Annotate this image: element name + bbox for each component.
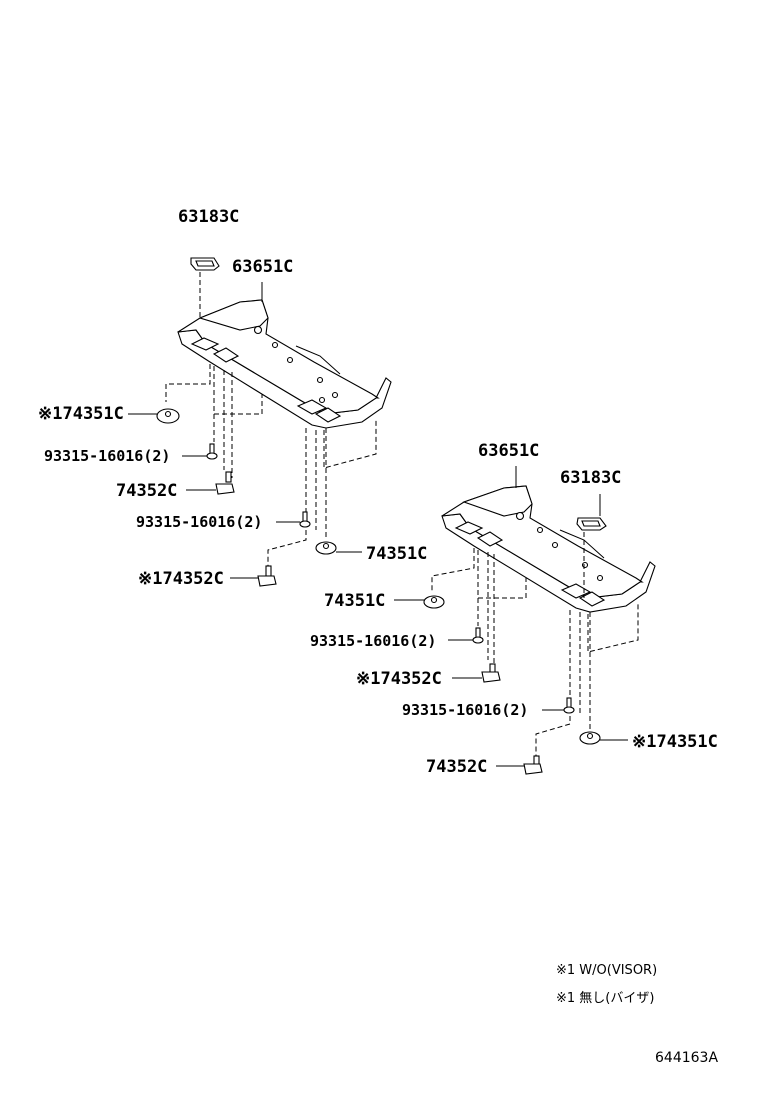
label-63651c-left: 63651C [232, 257, 293, 277]
footnote-japanese: ※1 無し(バイザ) [556, 991, 655, 1006]
base-63651c-right [441, 485, 656, 613]
label-93315-right-1: 93315-16016(2) [310, 632, 436, 650]
clip-74352c-right [523, 755, 543, 775]
label-93315-left-1: 93315-16016(2) [44, 447, 170, 465]
label-74351c-left: 74351C [366, 544, 427, 564]
base-63651c-left [177, 299, 392, 429]
label-74351c-marked-left: ※174351C [38, 404, 124, 424]
label-74352c-marked-right: ※174352C [356, 669, 442, 689]
figure-id: 644163A [655, 1050, 719, 1066]
label-93315-right-2: 93315-16016(2) [402, 701, 528, 719]
screw-93315-right-2 [563, 697, 575, 714]
footnote-english: ※1 W/O(VISOR) [556, 963, 658, 978]
label-63183c-left: 63183C [178, 207, 239, 227]
clip-74352c-left [215, 471, 235, 495]
label-93315-left-2: 93315-16016(2) [136, 513, 262, 531]
clip-74352c-marked-left [257, 565, 277, 587]
clip-74352c-marked-right [481, 663, 501, 683]
left-assembly [128, 257, 392, 587]
label-74352c-marked-left: ※174352C [138, 569, 224, 589]
right-assembly [394, 466, 656, 775]
label-74352c-left: 74352C [116, 481, 177, 501]
screw-93315-left-2 [299, 511, 311, 528]
label-63183c-right: 63183C [560, 468, 621, 488]
screw-93315-right-1 [472, 627, 484, 644]
label-74352c-right: 74352C [426, 757, 487, 777]
screw-93315-left-1 [206, 443, 218, 460]
label-74351c-right: 74351C [324, 591, 385, 611]
label-74351c-marked-right: ※174351C [632, 732, 718, 752]
label-63651c-right: 63651C [478, 441, 539, 461]
